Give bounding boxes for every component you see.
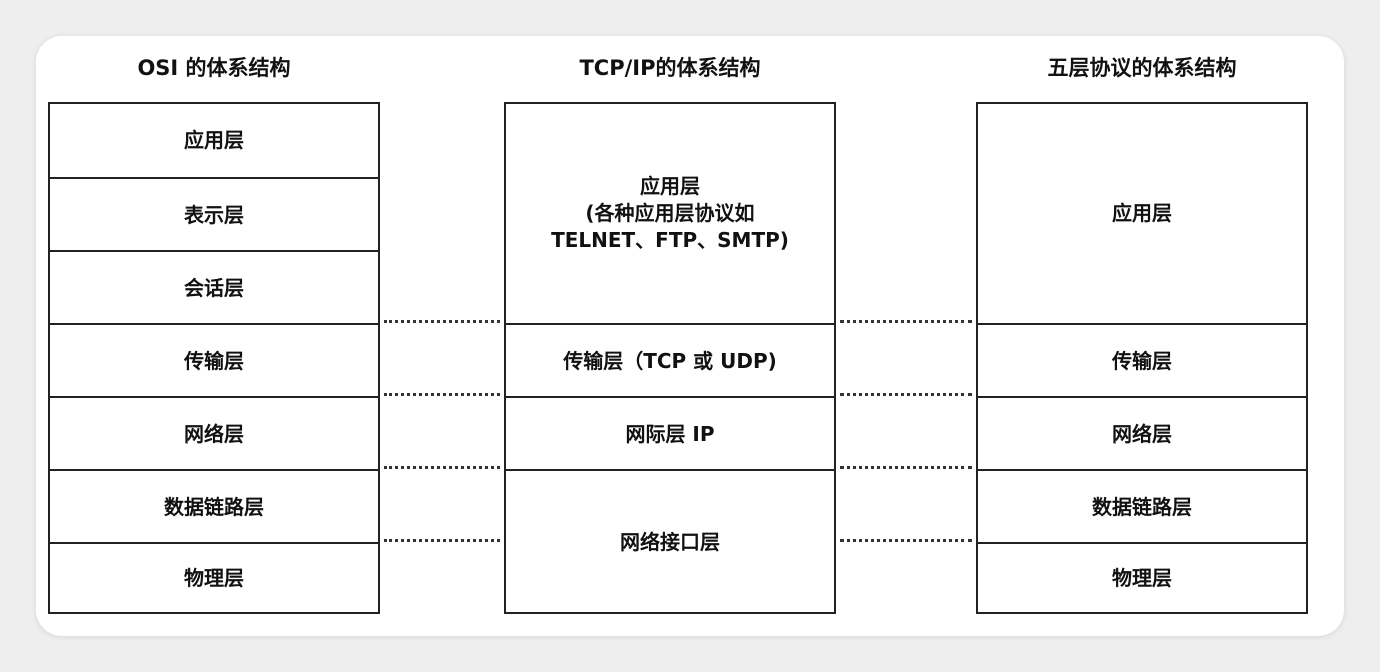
osi-layer-presentation: 表示层 [50,177,378,252]
tcpip-layer-application: 应用层 (各种应用层协议如 TELNET、FTP、SMTP) [506,104,834,323]
osi-layer-session: 会话层 [50,250,378,325]
connector-tcpip-five-4 [840,539,972,542]
tcpip-app-line-2: (各种应用层协议如 [585,201,755,225]
five-layer-title: 五层协议的体系结构 [1047,56,1237,80]
five-layer-network: 网络层 [978,396,1306,471]
connector-osi-tcpip-2 [384,393,500,396]
tcpip-layer-internet: 网际层 IP [506,396,834,471]
osi-stack: 应用层 表示层 会话层 传输层 网络层 数据链路层 物理层 [48,102,380,614]
connector-tcpip-five-3 [840,466,972,469]
connector-osi-tcpip-1 [384,320,500,323]
tcpip-layer-network-interface: 网络接口层 [506,469,834,613]
osi-layer-datalink: 数据链路层 [50,469,378,544]
osi-layer-transport: 传输层 [50,323,378,398]
tcpip-stack: 应用层 (各种应用层协议如 TELNET、FTP、SMTP) 传输层（TCP 或… [504,102,836,614]
five-layer-transport: 传输层 [978,323,1306,398]
five-layer-datalink: 数据链路层 [978,469,1306,544]
five-layer-application: 应用层 [1112,201,1172,225]
tcpip-app-line-3: TELNET、FTP、SMTP) [551,228,789,252]
tcpip-title: TCP/IP的体系结构 [579,56,761,80]
osi-layer-application: 应用层 [184,128,244,152]
osi-layer-network: 网络层 [50,396,378,471]
connector-tcpip-five-2 [840,393,972,396]
connector-tcpip-five-1 [840,320,972,323]
osi-title: OSI 的体系结构 [137,56,291,80]
five-layer-stack: 应用层 传输层 网络层 数据链路层 物理层 [976,102,1308,614]
tcpip-layer-transport: 传输层（TCP 或 UDP) [506,323,834,398]
connector-osi-tcpip-3 [384,466,500,469]
osi-layer-physical: 物理层 [50,542,378,613]
connector-osi-tcpip-4 [384,539,500,542]
tcpip-app-line-1: 应用层 [640,174,700,198]
five-layer-physical: 物理层 [978,542,1306,613]
